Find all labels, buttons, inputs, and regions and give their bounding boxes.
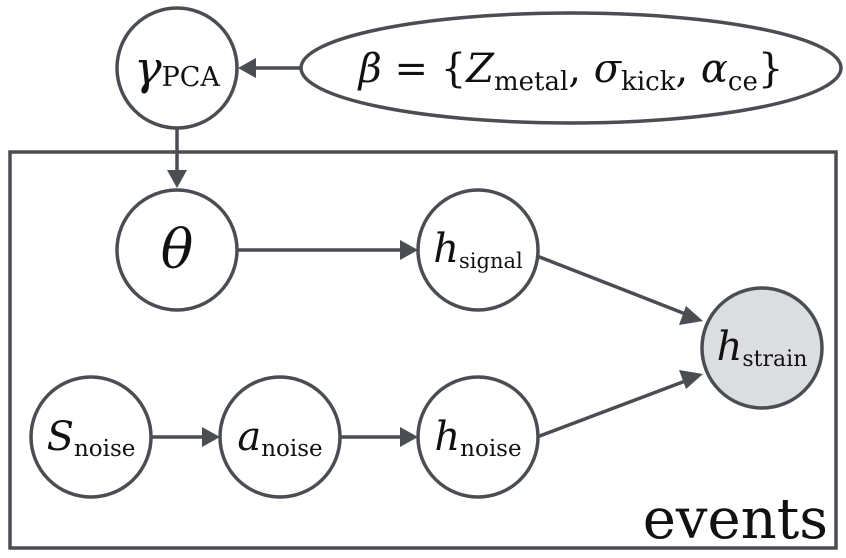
arrowhead-beta-to-gamma (238, 58, 256, 78)
arrowhead-hnoise-to-hstrain (679, 370, 703, 389)
h-signal-subscript: signal (459, 249, 523, 273)
node-h-noise-label: hnoise (434, 414, 521, 462)
node-s-noise-circle (29, 375, 153, 499)
arrowhead-gamma-to-theta (167, 170, 187, 188)
node-h-strain: hstrain (700, 286, 824, 410)
h-noise-symbol: h (434, 414, 460, 460)
node-a-noise-label: anoise (237, 414, 322, 462)
node-beta-label: β = {Zmetal, σkick, αce} (357, 46, 784, 97)
node-s-noise: Snoise (29, 375, 153, 499)
h-strain-subscript: strain (742, 347, 807, 372)
beta-symbol: β (357, 46, 382, 92)
z-subscript: metal (494, 67, 568, 97)
node-theta-label: θ (161, 218, 194, 281)
node-gamma-pca-circle (115, 6, 239, 130)
node-h-noise-circle (416, 375, 540, 499)
edge-hsignal-to-hstrain (536, 254, 689, 317)
gamma-subscript: PCA (162, 62, 221, 93)
node-h-strain-label: hstrain (717, 324, 808, 372)
node-gamma-pca-label: γPCA (134, 41, 220, 95)
gamma-symbol: γ (134, 41, 162, 95)
h-noise-subscript: noise (460, 436, 521, 462)
h-signal-symbol: h (433, 226, 459, 272)
node-beta-ellipse (299, 11, 843, 125)
sigma-subscript: kick (621, 67, 676, 97)
arrowhead-snoise-to-anoise (202, 427, 220, 447)
node-h-strain-circle (700, 286, 824, 410)
node-gamma-pca: γPCA (115, 6, 239, 130)
node-a-noise: anoise (218, 375, 342, 499)
node-h-signal: hsignal (416, 188, 540, 312)
a-noise-subscript: noise (261, 436, 322, 462)
z-symbol: Z (464, 46, 495, 92)
node-h-signal-label: hsignal (433, 226, 523, 273)
edge-hnoise-to-hstrain (536, 378, 689, 439)
node-h-noise: hnoise (416, 375, 540, 499)
arrowhead-theta-to-hsignal (400, 240, 418, 260)
s-noise-subscript: noise (74, 436, 135, 462)
alpha-symbol: α (701, 46, 728, 92)
node-h-signal-circle (416, 188, 540, 312)
alpha-subscript: ce (728, 67, 758, 97)
separator-2: , (675, 46, 700, 92)
edges (152, 58, 703, 447)
h-strain-symbol: h (717, 324, 743, 370)
beta-close-brace: } (758, 46, 783, 92)
events-plate (8, 150, 838, 550)
beta-equals: = { (382, 46, 466, 92)
plate-label: events (643, 487, 828, 552)
separator-1: , (568, 46, 593, 92)
a-noise-symbol: a (237, 414, 261, 460)
node-theta-circle (115, 188, 239, 312)
s-noise-symbol: S (47, 414, 74, 460)
arrowhead-anoise-to-hnoise (400, 427, 418, 447)
node-beta: β = {Zmetal, σkick, αce} (299, 11, 843, 125)
node-theta: θ (115, 188, 239, 312)
sigma-symbol: σ (594, 46, 623, 92)
node-a-noise-circle (218, 375, 342, 499)
node-s-noise-label: Snoise (47, 414, 136, 462)
arrowhead-hsignal-to-hstrain (679, 306, 703, 325)
